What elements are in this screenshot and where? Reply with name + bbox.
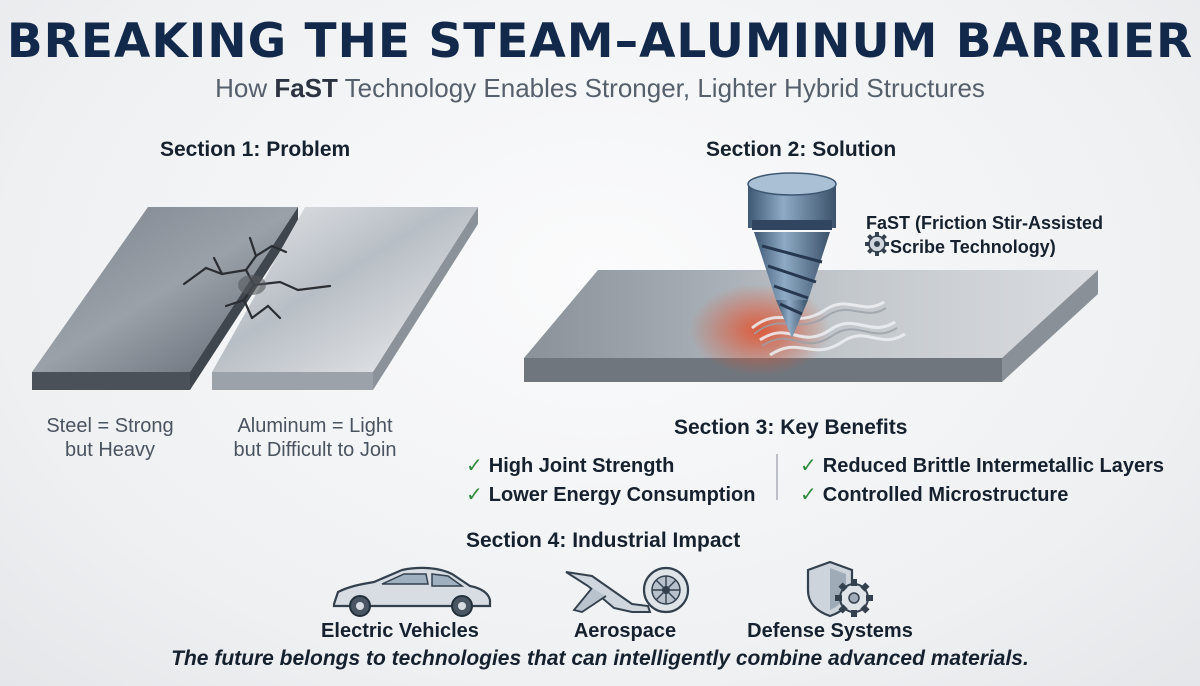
aircraft-icon [565, 566, 690, 614]
benefit-item: ✓High Joint Strength [466, 453, 674, 478]
section1-heading: Section 1: Problem [160, 138, 351, 161]
car-icon [332, 566, 492, 617]
impact-label-aerospace: Aerospace [573, 620, 677, 642]
benefit-item: ✓Reduced Brittle Intermetallic Layers [800, 453, 1164, 478]
fast-tool-icon [747, 172, 837, 338]
benefit-label: High Joint Strength [488, 455, 675, 477]
subtitle-suffix: Technology Enables Stronger, Lighter Hyb… [337, 73, 985, 103]
check-icon: ✓ [800, 484, 817, 506]
crack-fragment [238, 275, 266, 295]
impact-label-ev: Electric Vehicles [321, 620, 479, 642]
benefit-label: Lower Energy Consumption [488, 484, 756, 506]
impact-label-defense: Defense Systems [747, 620, 913, 642]
section3-heading: Section 3: Key Benefits [674, 416, 908, 439]
benefit-item: ✓Lower Energy Consumption [466, 482, 755, 507]
check-icon: ✓ [466, 484, 483, 506]
benefit-label: Reduced Brittle Intermetallic Layers [822, 455, 1164, 477]
page-title: BREAKING THE STEAM–ALUMINUM BARRIER [6, 14, 1194, 69]
tagline: The future belongs to technologies that … [171, 647, 1029, 670]
aluminum-caption: Aluminum = Light but Difficult to Join [210, 414, 420, 462]
fast-tool-label: FaST (Friction Stir-Assisted Scribe Tech… [866, 211, 1103, 259]
weld-swirls-shadow [753, 307, 898, 347]
aluminum-caption-line1: Aluminum = Light [237, 415, 393, 437]
shield-gear-icon [806, 560, 873, 618]
steel-caption: Steel = Strong but Heavy [30, 414, 190, 462]
section4-heading: Section 4: Industrial Impact [466, 529, 741, 552]
benefit-label: Controlled Microstructure [822, 484, 1069, 506]
gear-icon [865, 232, 889, 256]
benefit-item: ✓Controlled Microstructure [800, 482, 1068, 507]
check-icon: ✓ [466, 455, 483, 477]
steel-caption-line2: but Heavy [64, 439, 156, 461]
fast-label-line1: FaST (Friction Stir-Assisted [866, 213, 1104, 233]
weld-swirls [751, 300, 906, 357]
page-subtitle: How FaST Technology Enables Stronger, Li… [0, 73, 1200, 104]
subtitle-bold: FaST [274, 73, 338, 103]
check-icon: ✓ [800, 455, 817, 477]
aluminum-plate [212, 207, 478, 390]
aluminum-caption-line2: but Difficult to Join [233, 439, 397, 461]
section2-heading: Section 2: Solution [706, 138, 897, 161]
subtitle-prefix: How [215, 73, 275, 103]
fast-label-line2: Scribe Technology) [890, 237, 1056, 257]
steel-caption-line1: Steel = Strong [46, 415, 174, 437]
